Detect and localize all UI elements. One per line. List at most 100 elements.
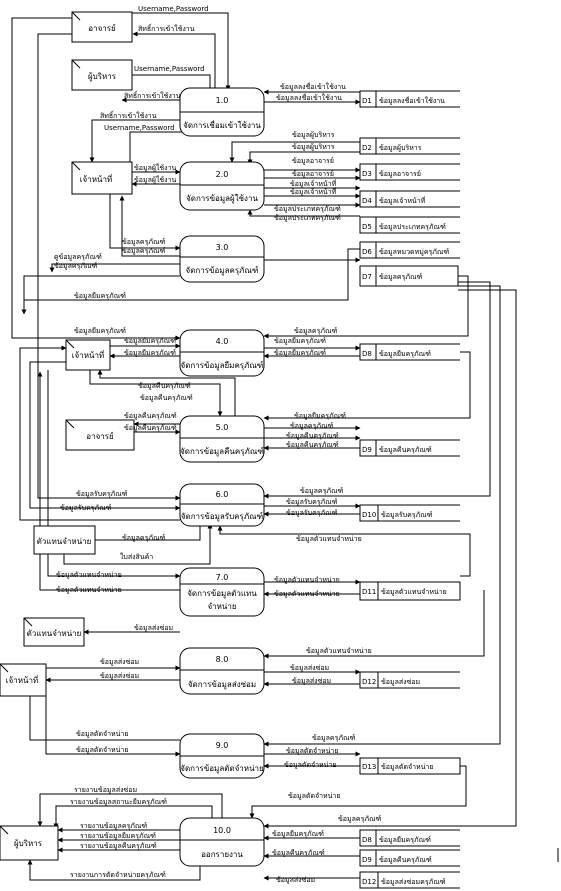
entity-staff-low: เจ้าหน้าที่ xyxy=(0,663,47,697)
flow-label: ใบส่งสินค้า xyxy=(120,552,153,561)
store-d8: D8 ข้อมูลยืมครุภัณฑ์ xyxy=(359,343,460,361)
process-name: จัดการข้อมูลครุภัณฑ์ xyxy=(186,265,259,276)
store-name: ข้อมูลส่งซ่อม xyxy=(381,678,420,686)
process-1: 1.0 จัดการเชื่อมเข้าใช้งาน xyxy=(179,87,265,137)
store-d10: D10 ข้อมูลรับครุภัณฑ์ xyxy=(359,504,460,522)
flow-label: ข้อมูลรับครุภัณฑ์ xyxy=(76,490,128,498)
flow-label: ข้อมูลคืนครุภัณฑ์ xyxy=(272,849,325,857)
process-name: ออกรายงาน xyxy=(201,850,243,859)
process-number: 5.0 xyxy=(216,423,229,432)
flow-label: สิทธิ์การเข้าใช้งาน xyxy=(124,90,181,100)
flow-label: รายงานข้อมูลยืมครุภัณฑ์ xyxy=(80,832,156,840)
store-d6: D6 ข้อมูลหมวดหมู่ครุภัณฑ์ xyxy=(359,241,460,259)
store-name: ข้อมูลหมวดหมู่ครุภัณฑ์ xyxy=(379,248,449,256)
store-d2: D2 ข้อมูลผู้บริหาร xyxy=(359,137,460,155)
process-name: จัดการข้อมูลตัวแทน xyxy=(187,589,257,599)
store-d1: D1 ข้อมูลลงชื่อเข้าใช้งาน xyxy=(359,90,460,108)
flow-label: ข้อมูลครุภัณฑ์ xyxy=(54,262,97,270)
store-d7: D7 ข้อมูลครุภัณฑ์ xyxy=(359,265,459,287)
flow-label: Username,Password xyxy=(104,124,175,132)
store-d3: D3 ข้อมูลอาจารย์ xyxy=(359,163,460,181)
store-code: D12 xyxy=(362,878,376,886)
store-code: D8 xyxy=(362,350,372,358)
process-number: 7.0 xyxy=(216,573,229,582)
flow-label: รายงานข้อมูลสถานะยืมครุภัณฑ์ xyxy=(70,798,167,806)
flow-label: ข้อมูลครุภัณฑ์ xyxy=(290,422,333,430)
flow-label: ข้อมูลรับครุภัณฑ์ xyxy=(286,509,338,517)
store-code: D7 xyxy=(362,273,372,281)
flow-label: ข้อมูลผู้ใช้งาน xyxy=(134,175,177,184)
store-d12-report: D12 ข้อมูลส่งซ่อมครุภัณฑ์ xyxy=(359,871,460,889)
store-code: D4 xyxy=(362,197,372,205)
flow-label: ข้อมูลส่งซ่อม xyxy=(100,672,139,680)
flow-label: ข้อมูลครุภัณฑ์ xyxy=(294,327,337,335)
process-3: 3.0 จัดการข้อมูลครุภัณฑ์ xyxy=(179,235,265,283)
flow-label: ข้อมูลอาจารย์ xyxy=(292,157,334,165)
store-name: ข้อมูลตัดจำหน่าย xyxy=(381,763,433,771)
store-code: D5 xyxy=(362,223,372,231)
flow-label: ข้อมูลครุภัณฑ์ xyxy=(122,534,165,542)
flow-label: ข้อมูลตัดจำหน่าย xyxy=(286,747,338,755)
store-name: ข้อมูลยืมครุภัณฑ์ xyxy=(379,836,431,844)
flow-label: ข้อมูลตัวแทนจำหน่าย xyxy=(296,535,362,543)
entity-label: ผู้บริหาร xyxy=(88,72,117,82)
flow-label: ดูข้อมูลครุภัณฑ์ xyxy=(54,253,102,261)
store-name: ข้อมูลรับครุภัณฑ์ xyxy=(381,511,433,519)
store-code: D9 xyxy=(362,856,372,864)
flow-label: ข้อมูลยืมครุภัณฑ์ xyxy=(124,349,176,357)
store-name: ข้อมูลอาจารย์ xyxy=(379,170,421,178)
flow-label: ข้อมูลลงชื่อเข้าใช้งาน xyxy=(280,82,346,91)
process-number: 8.0 xyxy=(216,655,229,664)
store-name: ข้อมูลครุภัณฑ์ xyxy=(379,273,422,281)
flow-label: ข้อมูลคืนครุภัณฑ์ xyxy=(286,432,339,440)
entity-label: ตัวแทนจำหน่าย xyxy=(27,629,82,638)
entity-label: ตัวแทนจำหน่าย xyxy=(37,537,92,546)
flow-label: ข้อมูลเจ้าหน้าที่ xyxy=(290,179,337,188)
process-name: จัดการเชื่อมเข้าใช้งาน xyxy=(183,119,261,130)
store-name: ข้อมูลยืมครุภัณฑ์ xyxy=(379,350,431,358)
flow-label: ข้อมูลรับครุภัณฑ์ xyxy=(286,498,338,506)
entity-admin-top: ผู้บริหาร xyxy=(71,59,133,91)
flow-label: ข้อมูลส่งซ่อม xyxy=(100,658,139,666)
flow-label: ข้อมูลยืมครุภัณฑ์ xyxy=(74,292,126,300)
flow-label: ข้อมูลครุภัณฑ์ xyxy=(122,247,165,255)
entity-label: เจ้าหน้าที่ xyxy=(6,674,38,685)
entity-staff-mid: เจ้าหน้าที่ xyxy=(65,339,111,371)
flow-label: Username,Password xyxy=(134,65,205,73)
flow-label: ข้อมูลตัดจำหน่าย xyxy=(76,730,128,738)
flow-label: รายงานการตัดจำหน่ายครุภัณฑ์ xyxy=(70,871,166,879)
flow-label: ข้อมูลยืมครุภัณฑ์ xyxy=(294,412,346,420)
flow-label: ข้อมูลครุภัณฑ์ xyxy=(300,487,343,495)
entity-label: อาจารย์ xyxy=(86,431,113,441)
flow-label: ข้อมูลลงชื่อเข้าใช้งาน xyxy=(276,93,342,102)
store-d9-report: D9 ข้อมูลคืนครุภัณฑ์ xyxy=(359,849,460,867)
entity-dealer-a: ตัวแทนจำหน่าย xyxy=(33,525,96,555)
process-9: 9.0 จัดการข้อมูลตัดจำหน่าย xyxy=(179,733,265,779)
store-code: D8 xyxy=(362,836,372,844)
flow-label: รายงานข้อมูลคืนครุภัณฑ์ xyxy=(80,842,157,850)
flow-label: ข้อมูลยืมครุภัณฑ์ xyxy=(274,349,326,357)
process-name-line2: จำหน่าย xyxy=(207,602,236,611)
entity-dealer-b: ตัวแทนจำหน่าย xyxy=(23,617,85,647)
process-name: จัดการข้อมูลตัดจำหน่าย xyxy=(180,764,263,774)
flow-label: ข้อมูลตัดจำหน่าย xyxy=(284,761,336,769)
flow-label: ข้อมูลผู้บริหาร xyxy=(292,143,335,151)
process-5: 5.0 จัดการข้อมูลคืนครุภัณฑ์ xyxy=(179,415,265,463)
store-name: ข้อมูลส่งซ่อมครุภัณฑ์ xyxy=(381,878,446,886)
flow-label: Username,Password xyxy=(138,5,209,13)
flow-label: ข้อมูลคืนครุภัณฑ์ xyxy=(140,394,193,402)
flow-label: ข้อมูลส่งซ่อม xyxy=(292,677,331,685)
process-name: จัดการข้อมูลผู้ใช้งาน xyxy=(186,194,258,204)
store-code: D12 xyxy=(362,678,376,686)
flow-connectors xyxy=(11,12,517,881)
process-name: จัดการข้อมูลยืมครุภัณฑ์ xyxy=(181,360,264,371)
store-code: D2 xyxy=(362,144,372,152)
store-code: D10 xyxy=(362,511,376,519)
entity-label: เจ้าหน้าที่ xyxy=(80,173,112,184)
process-7: 7.0 จัดการข้อมูลตัวแทน จำหน่าย xyxy=(179,567,265,617)
store-d12: D12 ข้อมูลส่งซ่อม xyxy=(359,671,460,689)
flow-label: ข้อมูลรับครุภัณฑ์ xyxy=(60,504,112,512)
entity-label: ผู้บริหาร xyxy=(14,839,43,849)
store-d5: D5 ข้อมูลประเภทครุภัณฑ์ xyxy=(359,216,460,234)
entity-label: อาจารย์ xyxy=(88,23,115,33)
